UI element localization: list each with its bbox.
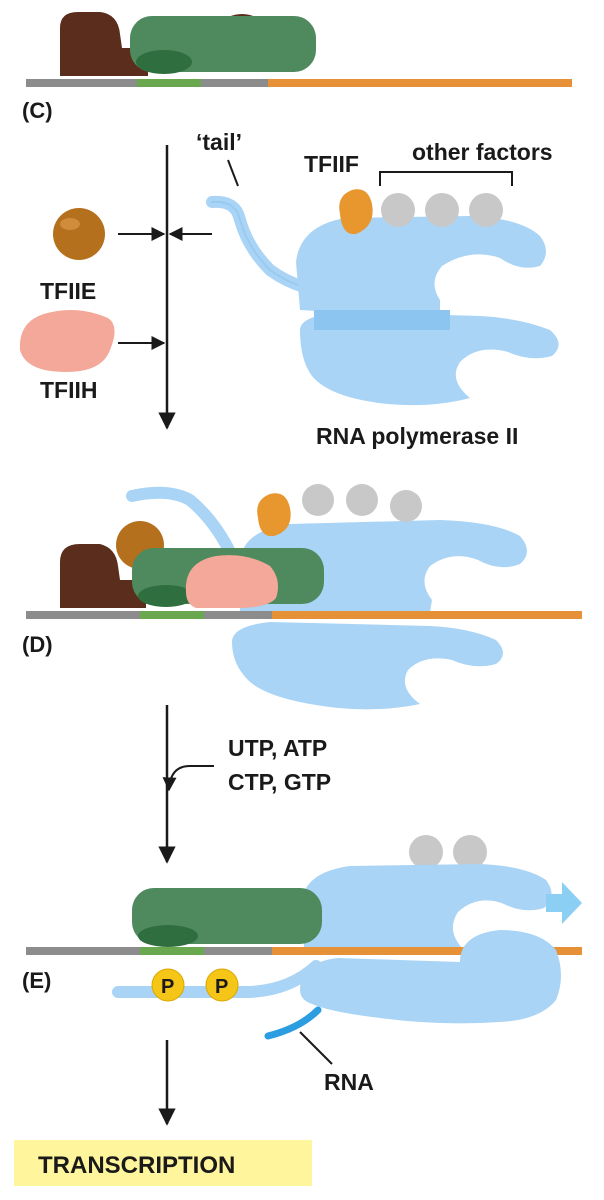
- dna-coding-segment-c: [268, 79, 572, 87]
- polymerase-body-c: [296, 216, 546, 318]
- tfiif-label: TFIIF: [304, 151, 359, 177]
- tfiib-shape-d: [60, 544, 146, 608]
- direction-arrow: [546, 882, 582, 924]
- phosphate-2: [205, 968, 239, 1002]
- panel-label-e: (E): [22, 968, 51, 993]
- step-cd: TFIIE TFIIH ‘tail’ TFIIF other factors R…: [19, 129, 559, 449]
- ntp-input-arrow: [162, 765, 214, 792]
- tfiie-highlight: [60, 218, 80, 230]
- panel-label-c: (C): [22, 98, 53, 123]
- tfiif-protein: [339, 189, 373, 235]
- tfiib-shape-c: [60, 12, 148, 76]
- dna-tata-segment-d: [140, 611, 204, 619]
- tbp-inner-d: [138, 585, 194, 607]
- other-factors-bracket: [379, 171, 513, 186]
- panel-label-d: (D): [22, 632, 53, 657]
- polymerase-lower-c: [300, 312, 559, 406]
- tfiih-protein-d: [185, 555, 278, 608]
- polymerase-body-e: [302, 864, 552, 948]
- dna-coding-segment-d: [272, 611, 582, 619]
- transcription-label: TRANSCRIPTION: [38, 1152, 235, 1179]
- rna-strand: [264, 1006, 322, 1040]
- tfiif-protein-d: [257, 493, 291, 537]
- ntp-label-line2: CTP, GTP: [228, 769, 331, 795]
- tbp-inner-e: [138, 925, 198, 947]
- polymerase-lower-e: [300, 930, 561, 1024]
- step-de: UTP, ATP CTP, GTP: [158, 705, 331, 864]
- panel-c: (C): [22, 12, 572, 123]
- ntp-label-line1: UTP, ATP: [228, 735, 327, 761]
- phosphate-2-label: P: [215, 976, 228, 998]
- polymerase-tail-d: [126, 486, 236, 558]
- other-factor-d-2: [346, 484, 378, 516]
- other-factor-e-2: [453, 835, 487, 869]
- transcription-step: TRANSCRIPTION: [14, 1040, 312, 1186]
- rna-label-leader: [299, 1031, 333, 1065]
- phosphate-1-label: P: [161, 976, 174, 998]
- other-factor-3: [469, 193, 503, 227]
- other-factor-1: [381, 193, 415, 227]
- polymerase-lower-d: [232, 622, 503, 710]
- tbp-inner-c: [136, 50, 192, 74]
- tfiie-protein: [53, 208, 105, 260]
- other-factor-e-1: [409, 835, 443, 869]
- polymerase-cleft-shade: [314, 310, 450, 330]
- tail-label: ‘tail’: [196, 129, 242, 155]
- panel-e: P P (E) RNA: [22, 835, 582, 1095]
- other-factor-d-3: [390, 490, 422, 522]
- dna-coding-segment-e: [272, 947, 582, 955]
- rna-label: RNA: [324, 1069, 374, 1095]
- transcription-highlight: [14, 1140, 312, 1186]
- dna-tata-segment-c: [137, 79, 201, 87]
- other-factors-label: other factors: [412, 139, 553, 165]
- rna-polymerase-label: RNA polymerase II: [316, 423, 518, 449]
- other-factor-d-1: [302, 484, 334, 516]
- tfiih-protein: [19, 310, 115, 372]
- other-factor-2: [425, 193, 459, 227]
- tail-label-leader: [227, 159, 239, 187]
- tfiie-label: TFIIE: [40, 278, 96, 304]
- polymerase-tail-e: [112, 960, 322, 998]
- phosphate-1: [151, 968, 185, 1002]
- panel-d: (D): [22, 484, 582, 710]
- dna-tata-segment-e: [140, 947, 204, 955]
- tfiih-label: TFIIH: [40, 377, 98, 403]
